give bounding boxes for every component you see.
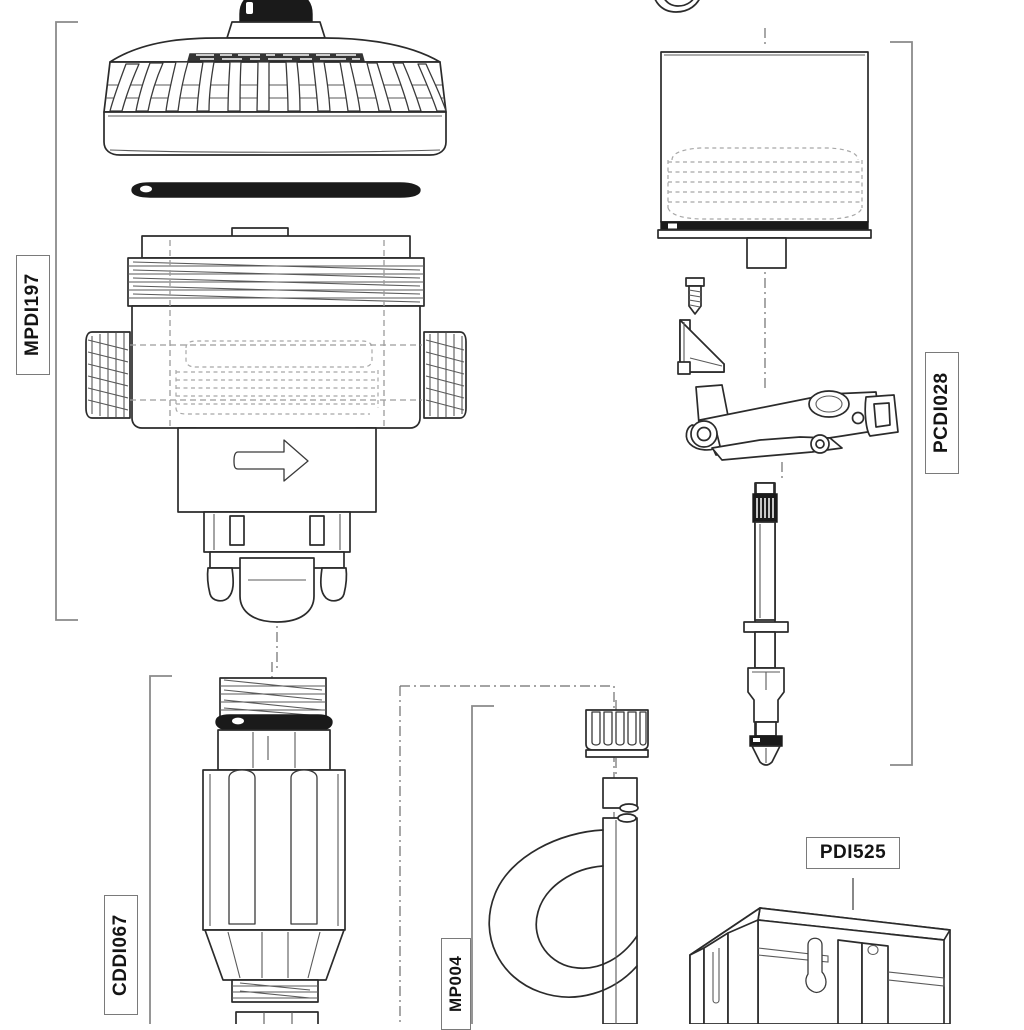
pcdi028-centerline bbox=[764, 28, 783, 478]
tank-spigot bbox=[746, 237, 787, 269]
valve-stem bbox=[743, 482, 789, 766]
gasket-ring bbox=[131, 182, 421, 198]
part-label-pdi525-text: PDI525 bbox=[819, 842, 887, 863]
part-label-pdi525[interactable]: PDI525 bbox=[806, 837, 900, 869]
float-lever-arm bbox=[685, 384, 899, 461]
float-tank bbox=[657, 51, 872, 269]
part-label-mp004-text: MP004 bbox=[446, 955, 465, 1013]
flow-direction-arrow bbox=[233, 439, 309, 482]
hidden-internals bbox=[130, 240, 422, 428]
collar-nut bbox=[585, 709, 649, 758]
bracket-mpdi197 bbox=[55, 21, 78, 621]
part-label-mp004[interactable]: MP004 bbox=[441, 938, 471, 1030]
keyhole-slot bbox=[805, 937, 827, 994]
valve-body bbox=[85, 227, 467, 623]
ribbed-cap bbox=[103, 0, 447, 156]
right-port-thread bbox=[423, 331, 467, 419]
threaded-collar bbox=[127, 257, 425, 307]
left-port-thread bbox=[85, 331, 131, 419]
screw bbox=[685, 277, 705, 315]
partial-cutoff-shape bbox=[654, 0, 700, 13]
mounting-bracket bbox=[689, 907, 951, 1024]
cartridge-oring bbox=[215, 714, 333, 731]
outlet-nozzle bbox=[203, 511, 351, 623]
tube-sleeve bbox=[602, 777, 639, 813]
part-label-mpdi197[interactable]: MPDI197 bbox=[16, 255, 50, 375]
filter-cartridge bbox=[202, 677, 346, 1024]
cartridge-base-thread bbox=[231, 979, 319, 1003]
coiled-tube bbox=[488, 813, 638, 1024]
part-label-cddi067-text: CDDI067 bbox=[110, 914, 131, 996]
bracket-pcdi028 bbox=[890, 41, 913, 766]
part-label-mpdi197-text: MPDI197 bbox=[22, 273, 43, 357]
tank-hidden-lines bbox=[667, 147, 863, 220]
bracket-cddi067 bbox=[149, 675, 172, 1024]
part-label-pcdi028-text: PCDI028 bbox=[931, 372, 952, 454]
triangular-bracket bbox=[677, 319, 725, 375]
bracket-mp004-chain bbox=[399, 685, 615, 1024]
part-label-pcdi028[interactable]: PCDI028 bbox=[925, 352, 959, 474]
part-label-cddi067[interactable]: CDDI067 bbox=[104, 895, 138, 1015]
